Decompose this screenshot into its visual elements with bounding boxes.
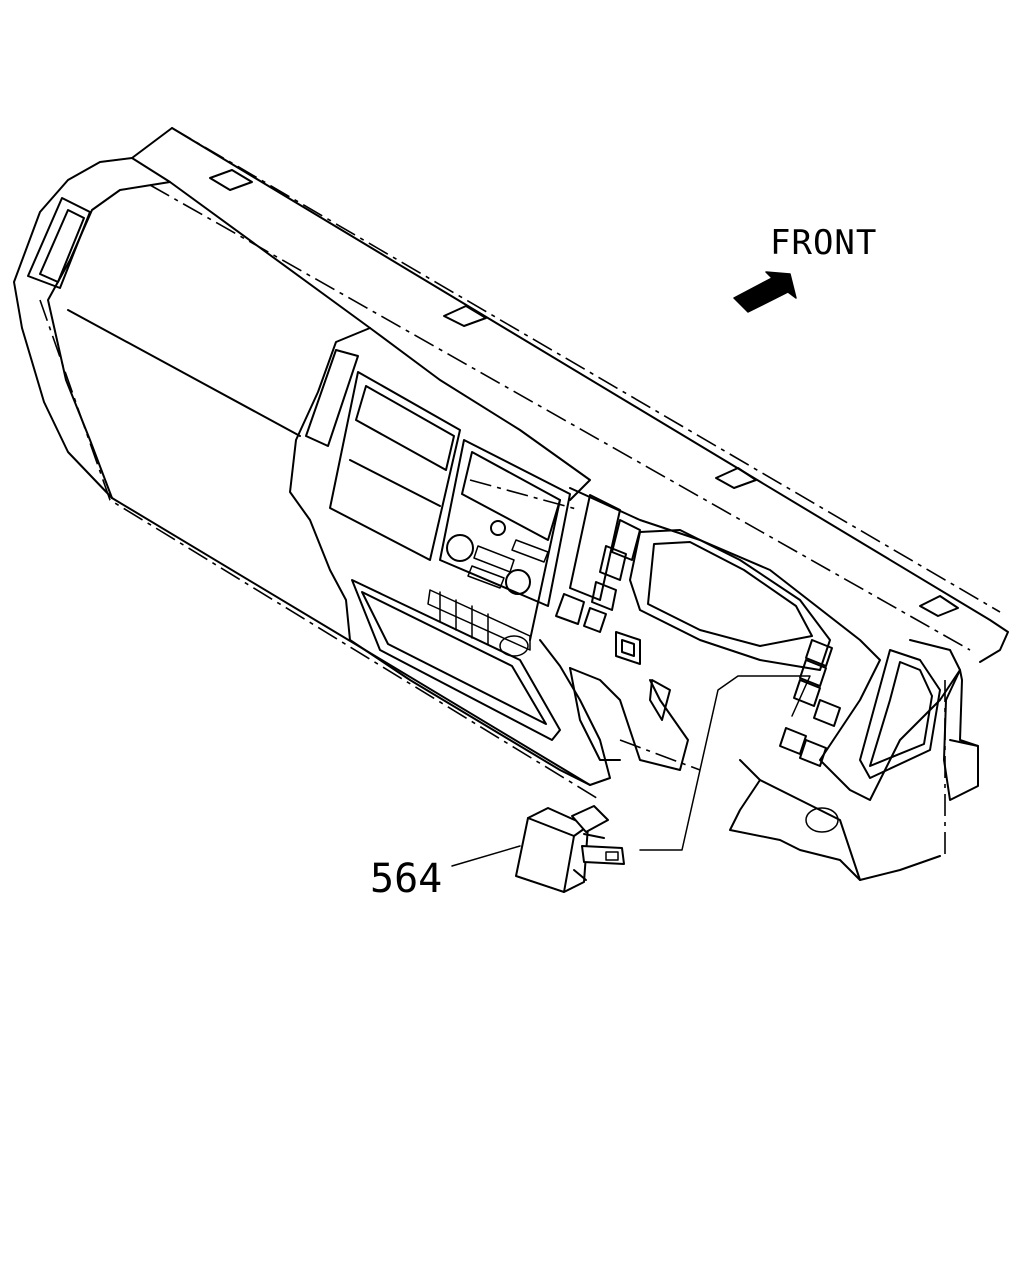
switch-part-564: [515, 805, 625, 893]
leader-line-part: [639, 675, 811, 851]
center-console: [289, 327, 611, 786]
dash-bottom: [619, 739, 701, 771]
lower-panel: [569, 667, 941, 881]
leader-line-label: [451, 845, 521, 867]
part-number-label: 564: [370, 856, 442, 902]
dash-left-upper: [39, 299, 601, 801]
front-label: FRONT: [770, 223, 877, 263]
instrument-cluster: [529, 487, 979, 801]
dash-inner-edge: [149, 184, 971, 651]
dash-top-edge: [171, 127, 1001, 613]
dashboard-body: [13, 127, 1009, 786]
dash-center: [469, 479, 581, 511]
front-arrow-icon: [733, 271, 797, 313]
